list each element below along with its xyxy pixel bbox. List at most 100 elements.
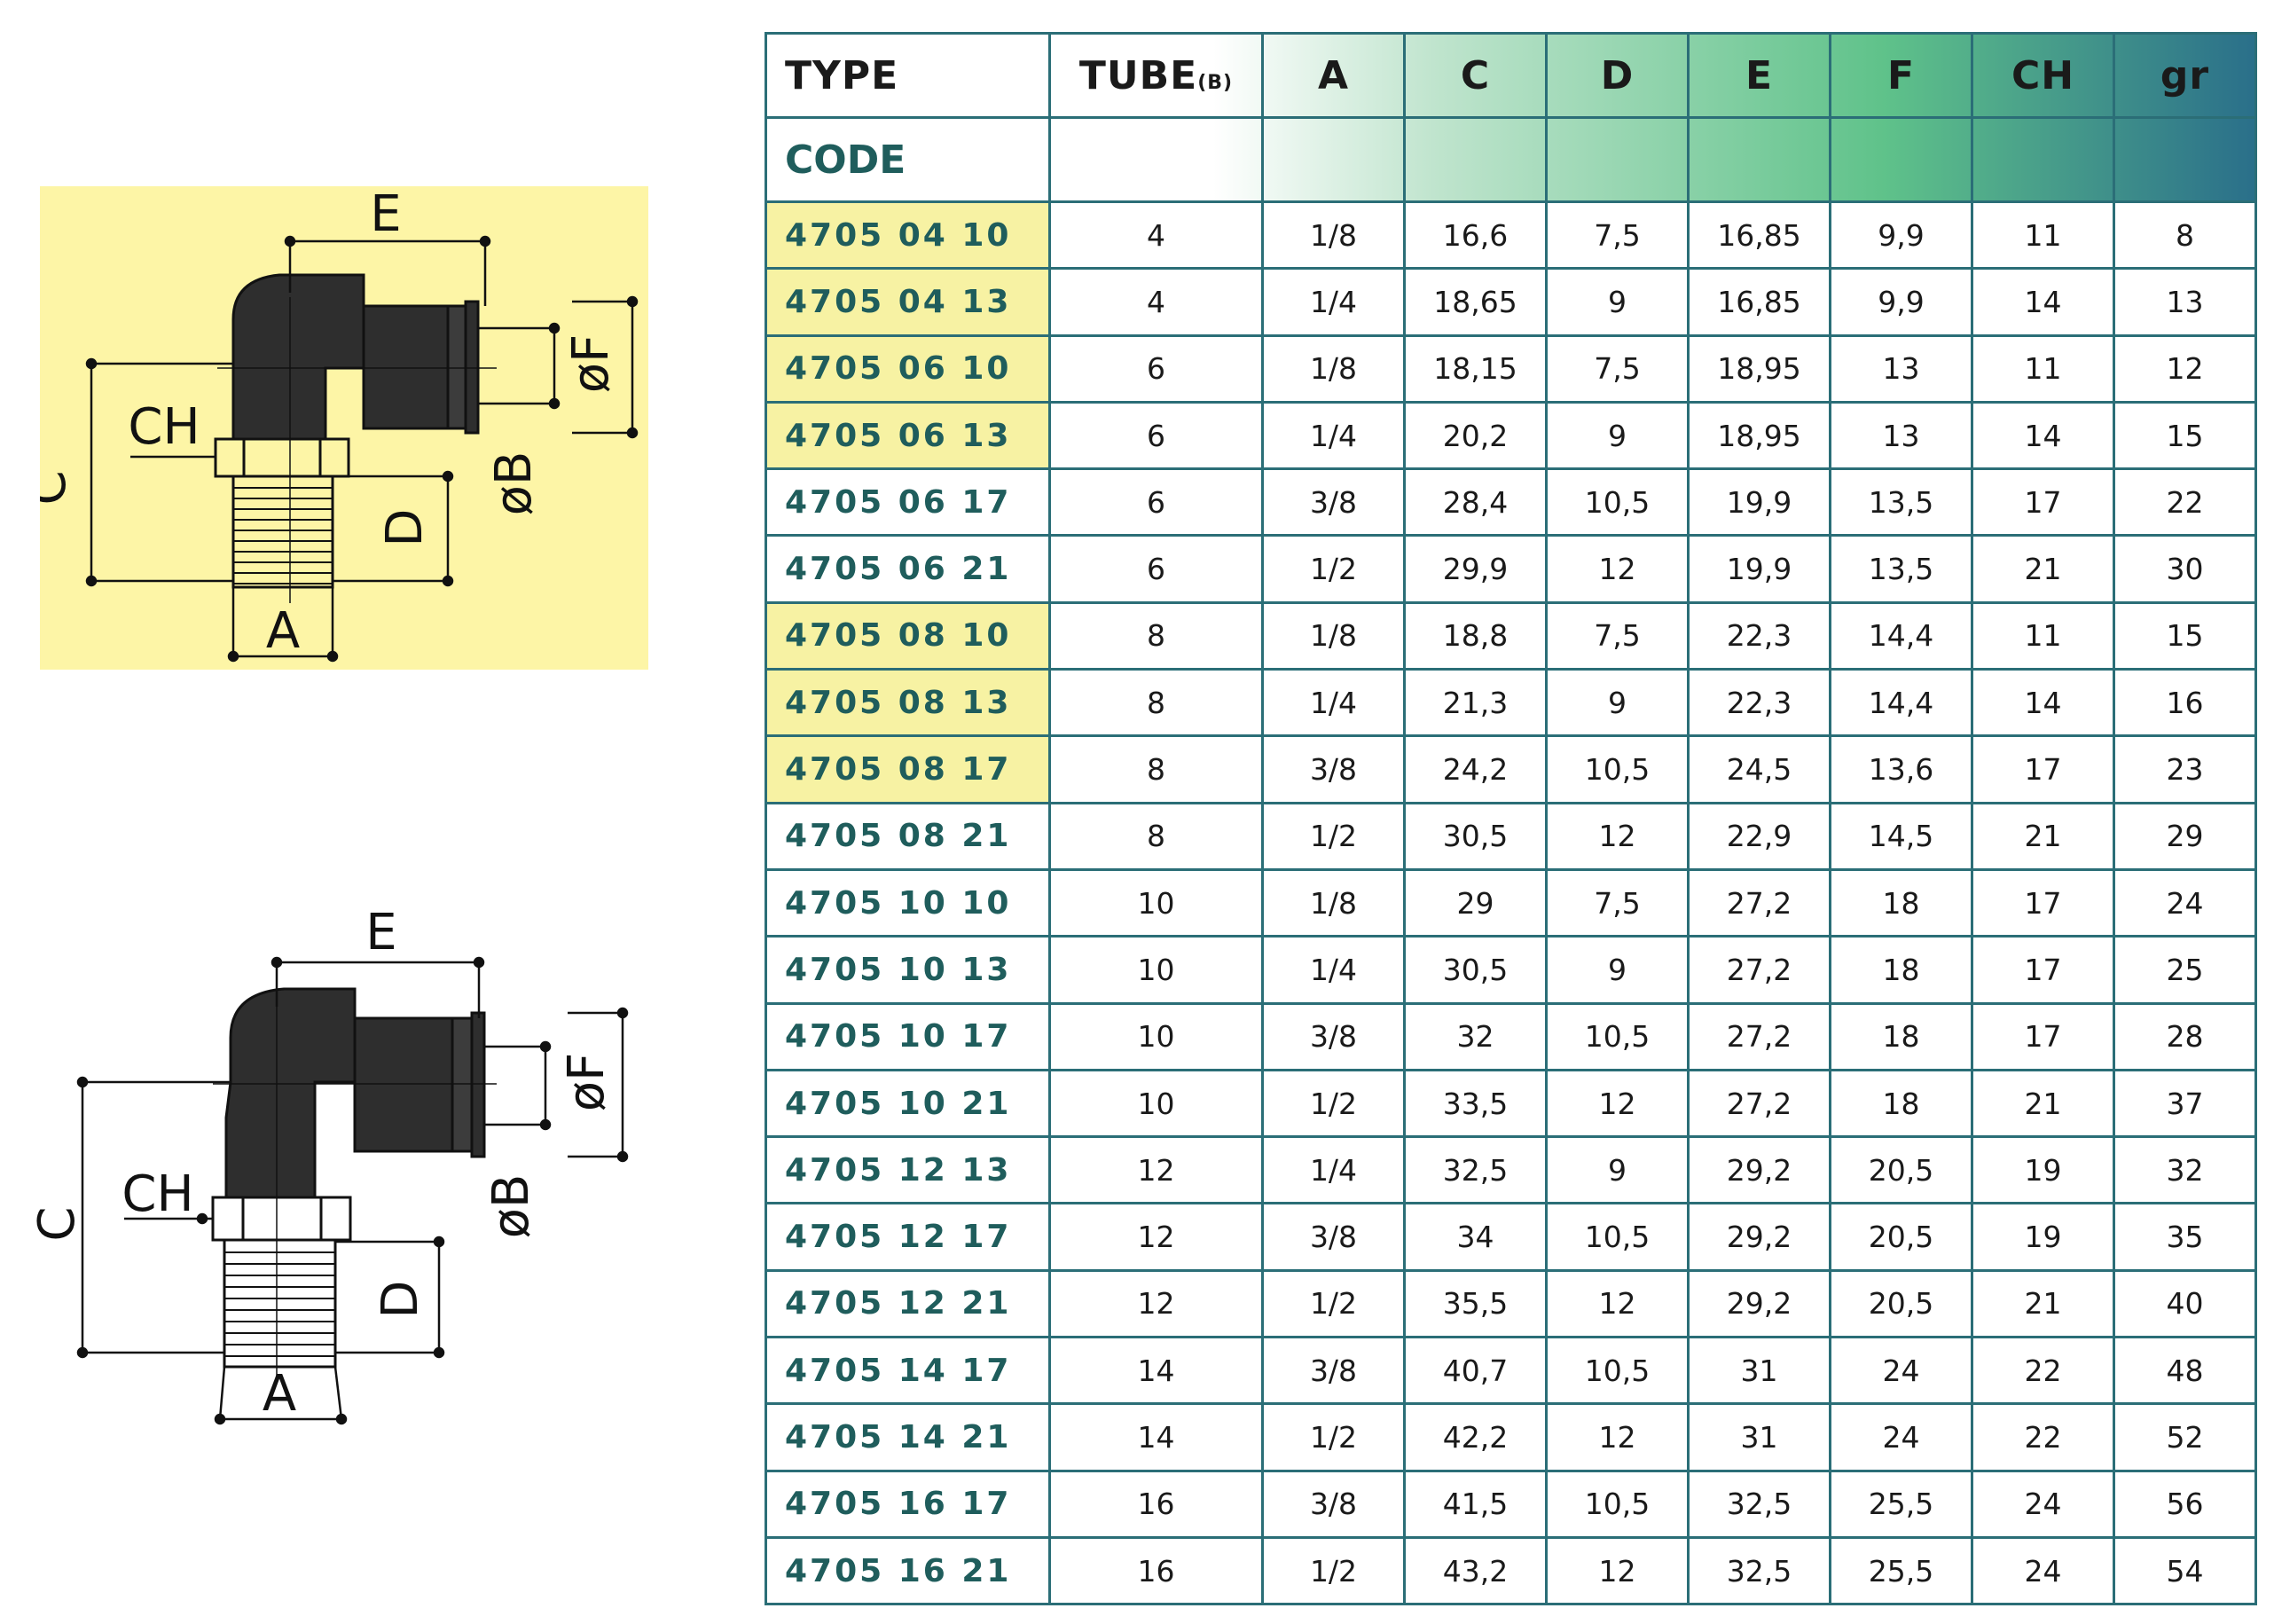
value-cell-ch: 21 — [1971, 1068, 2115, 1139]
value-cell-a: 3/8 — [1261, 467, 1406, 537]
product-code-cell: 4705 16 21 — [765, 1535, 1051, 1606]
value-cell-ch: 22 — [1971, 1402, 2115, 1472]
value-cell-gr: 25 — [2113, 935, 2257, 1005]
value-cell-e: 29,2 — [1687, 1268, 1831, 1339]
value-cell-a: 1/8 — [1261, 333, 1406, 404]
column-header-label: TUBE — [1078, 52, 1198, 98]
value-cell-e: 27,2 — [1687, 1068, 1831, 1139]
value-cell-e: 27,2 — [1687, 1001, 1831, 1071]
value-cell-f: 14,4 — [1829, 668, 1973, 738]
value-cell-a: 1/4 — [1261, 400, 1406, 471]
value-cell-c: 18,65 — [1403, 267, 1548, 337]
table-header: TYPE TUBE(B) A C D E F CH gr CODE — [765, 32, 2257, 203]
product-code-cell: 4705 14 17 — [765, 1336, 1051, 1406]
value-cell-a: 3/8 — [1261, 1001, 1406, 1071]
value-cell-f: 13,6 — [1829, 734, 1973, 804]
product-code-cell: 4705 10 21 — [765, 1068, 1051, 1139]
value-cell-f: 13,5 — [1829, 534, 1973, 604]
value-cell-tube: 8 — [1048, 801, 1264, 871]
value-cell-e: 29,2 — [1687, 1135, 1831, 1205]
value-cell-gr: 37 — [2113, 1068, 2257, 1139]
value-cell-f: 18 — [1829, 935, 1973, 1005]
value-cell-tube: 10 — [1048, 935, 1264, 1005]
value-cell-e: 31 — [1687, 1336, 1831, 1406]
dim-label-d: D — [372, 1280, 429, 1318]
product-code-cell: 4705 08 21 — [765, 801, 1051, 871]
value-cell-gr: 12 — [2113, 333, 2257, 404]
value-cell-ch: 21 — [1971, 534, 2115, 604]
dim-label-f: øF — [562, 334, 620, 393]
value-cell-d: 7,5 — [1545, 333, 1690, 404]
code-header-blank — [1403, 116, 1548, 203]
value-cell-tube: 14 — [1048, 1402, 1264, 1472]
value-cell-tube: 10 — [1048, 1068, 1264, 1139]
value-cell-ch: 14 — [1971, 668, 2115, 738]
value-cell-ch: 17 — [1971, 1001, 2115, 1071]
value-cell-d: 10,5 — [1545, 1336, 1690, 1406]
column-header-a: A — [1261, 32, 1406, 119]
value-cell-tube: 12 — [1048, 1202, 1264, 1272]
value-cell-c: 32 — [1403, 1001, 1548, 1071]
product-code-cell: 4705 06 17 — [765, 467, 1051, 537]
value-cell-a: 1/8 — [1261, 867, 1406, 938]
value-cell-f: 14,4 — [1829, 600, 1973, 671]
value-cell-ch: 24 — [1971, 1535, 2115, 1606]
value-cell-a: 3/8 — [1261, 1202, 1406, 1272]
value-cell-c: 41,5 — [1403, 1469, 1548, 1539]
value-cell-c: 30,5 — [1403, 801, 1548, 871]
value-cell-c: 40,7 — [1403, 1336, 1548, 1406]
value-cell-e: 32,5 — [1687, 1469, 1831, 1539]
value-cell-ch: 11 — [1971, 333, 2115, 404]
value-cell-e: 18,95 — [1687, 400, 1831, 471]
value-cell-d: 10,5 — [1545, 734, 1690, 804]
value-cell-gr: 23 — [2113, 734, 2257, 804]
value-cell-e: 31 — [1687, 1402, 1831, 1472]
value-cell-a: 1/2 — [1261, 1068, 1406, 1139]
value-cell-a: 1/2 — [1261, 1268, 1406, 1339]
value-cell-d: 9 — [1545, 935, 1690, 1005]
value-cell-d: 12 — [1545, 801, 1690, 871]
value-cell-gr: 16 — [2113, 668, 2257, 738]
value-cell-tube: 12 — [1048, 1135, 1264, 1205]
value-cell-tube: 4 — [1048, 267, 1264, 337]
header-row: TYPE TUBE(B) A C D E F CH gr — [765, 32, 2257, 119]
column-header-ch: CH — [1971, 32, 2115, 119]
value-cell-a: 3/8 — [1261, 1336, 1406, 1406]
value-cell-gr: 15 — [2113, 600, 2257, 671]
code-header-blank — [1048, 116, 1264, 203]
product-code-cell: 4705 08 10 — [765, 600, 1051, 671]
value-cell-ch: 17 — [1971, 734, 2115, 804]
product-code-cell: 4705 12 17 — [765, 1202, 1051, 1272]
value-cell-c: 30,5 — [1403, 935, 1548, 1005]
value-cell-c: 42,2 — [1403, 1402, 1548, 1472]
value-cell-f: 18 — [1829, 1068, 1973, 1139]
code-header-blank — [1829, 116, 1973, 203]
dimensions-table: TYPE TUBE(B) A C D E F CH gr CODE 4705 0… — [765, 32, 2257, 1606]
value-cell-c: 16,6 — [1403, 200, 1548, 271]
value-cell-d: 10,5 — [1545, 467, 1690, 537]
value-cell-tube: 6 — [1048, 333, 1264, 404]
value-cell-a: 1/2 — [1261, 1535, 1406, 1606]
value-cell-gr: 22 — [2113, 467, 2257, 537]
value-cell-d: 7,5 — [1545, 600, 1690, 671]
column-header-d: D — [1545, 32, 1690, 119]
value-cell-tube: 16 — [1048, 1469, 1264, 1539]
value-cell-gr: 48 — [2113, 1336, 2257, 1406]
value-cell-e: 27,2 — [1687, 867, 1831, 938]
value-cell-f: 25,5 — [1829, 1535, 1973, 1606]
column-header-label: F — [1886, 52, 1916, 98]
column-header-label: E — [1745, 52, 1774, 98]
value-cell-tube: 6 — [1048, 467, 1264, 537]
elbow-fitting-drawing-highlighted: E C CH D A øB øF — [40, 186, 648, 670]
value-cell-a: 1/4 — [1261, 1135, 1406, 1205]
value-cell-f: 24 — [1829, 1402, 1973, 1472]
value-cell-gr: 52 — [2113, 1402, 2257, 1472]
